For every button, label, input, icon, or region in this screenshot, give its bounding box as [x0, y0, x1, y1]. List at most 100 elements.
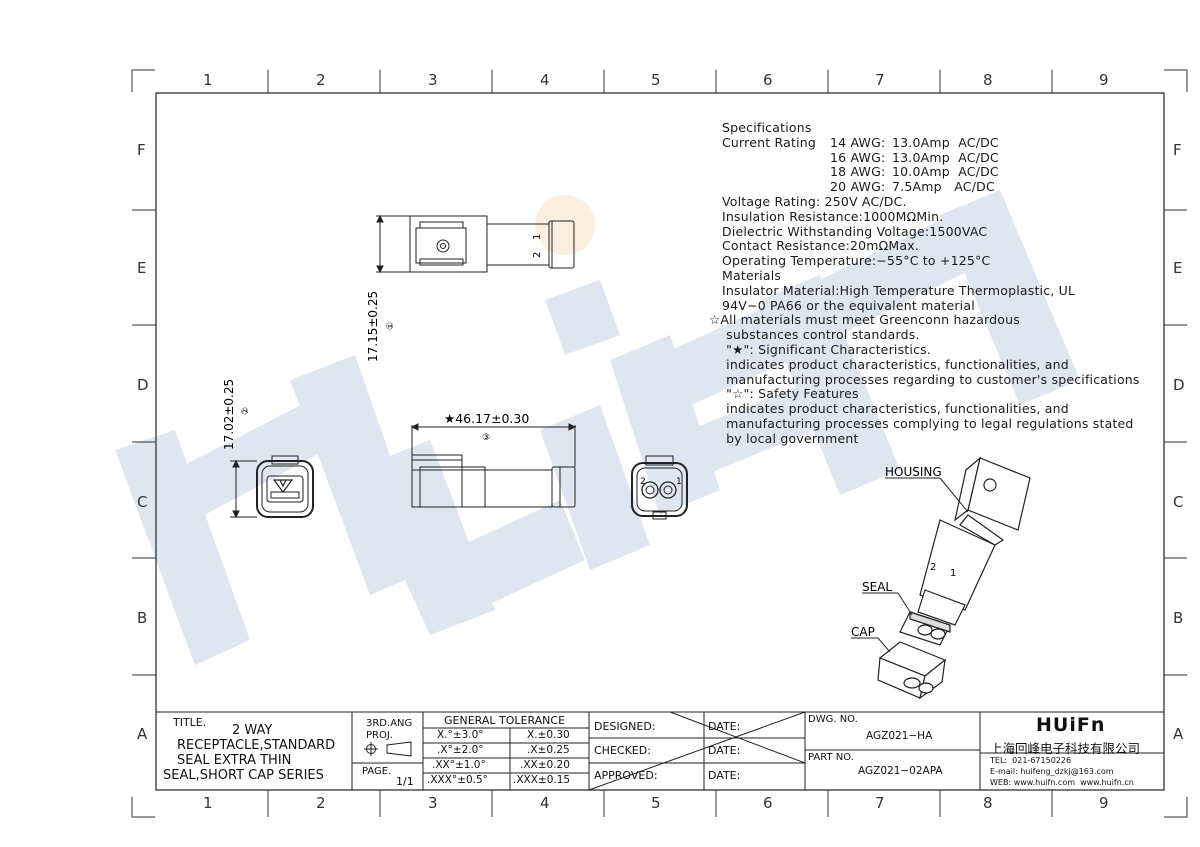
title-label: TITLE. [173, 716, 207, 729]
spec-line: Insulator Material:High Temperature Ther… [722, 282, 1076, 298]
top-pin2-label: 2 [532, 252, 543, 258]
page-label: PAGE. [362, 766, 392, 777]
tolerance-angle: .XX°±1.0° [432, 759, 486, 771]
designed-label: DESIGNED: [594, 720, 656, 733]
drawing-frame [131, 69, 1188, 818]
iso-pin1-label: 1 [950, 568, 956, 579]
row-label-f-right: F [1173, 141, 1182, 159]
col-label-6-bottom: 6 [763, 794, 773, 812]
current-rating-label: Current Rating [722, 134, 817, 150]
spec-line: Insulation Resistance:1000MΩMin. [722, 208, 944, 224]
spec-line: manufacturing processes complying to leg… [722, 415, 1134, 431]
dimension-2-tag: ② [241, 407, 251, 415]
row-label-b: B [137, 609, 148, 627]
col-label-7-bottom: 7 [875, 794, 885, 812]
rating-awg: 14 AWG: [830, 134, 886, 150]
title-line-4: SEAL,SHORT CAP SERIES [163, 768, 324, 783]
spec-line: Operating Temperature:−55°C to +125°C [722, 253, 991, 269]
spec-line: indicates product characteristics, funct… [722, 401, 1069, 417]
col-label-4: 4 [540, 71, 550, 89]
isometric-view [877, 456, 1031, 700]
rating-value: 10.0Amp AC/DC [892, 164, 999, 180]
spec-line: Voltage Rating: 250V AC/DC. [722, 193, 907, 209]
rating-value: 7.5Amp AC/DC [892, 179, 995, 195]
dimension-3-tag: ③ [482, 433, 490, 443]
callout-leaders [851, 477, 969, 653]
side-view [410, 423, 577, 508]
col-label-4-bottom: 4 [540, 794, 550, 812]
tolerance-angle: .X°±2.0° [437, 744, 484, 756]
col-label-1-bottom: 1 [203, 794, 213, 812]
col-label-5: 5 [651, 71, 661, 89]
col-label-1: 1 [203, 71, 213, 89]
col-label-7: 7 [875, 71, 885, 89]
iso-pin2-label: 2 [930, 562, 936, 573]
spec-line: ☆All materials must meet Greenconn hazar… [709, 312, 1020, 328]
top-view [376, 214, 575, 274]
col-label-9: 9 [1099, 71, 1109, 89]
col-label-2: 2 [316, 71, 326, 89]
spec-line: manufacturing processes regarding to cus… [722, 371, 1140, 387]
company-logo: HUiFn [1036, 714, 1106, 736]
tolerance-linear: .X±0.25 [527, 744, 570, 756]
rating-awg: 20 AWG: [830, 179, 886, 195]
col-label-2-bottom: 2 [316, 794, 326, 812]
spec-line: Contact Resistance:20mΩMax. [722, 238, 920, 254]
col-label-6: 6 [763, 71, 773, 89]
title-block-grid [156, 711, 1164, 791]
company-tel: TEL: 021-67150226 [990, 756, 1072, 765]
seal-label: SEAL [862, 580, 892, 594]
rating-value: 13.0Amp AC/DC [892, 149, 999, 165]
housing-label: HOUSING [885, 465, 942, 479]
rating-awg: 18 AWG: [830, 164, 886, 180]
row-label-d: D [137, 376, 149, 394]
checked-label: CHECKED: [594, 744, 651, 757]
cap-label: CAP [851, 625, 875, 639]
date-label: DATE: [708, 769, 741, 782]
row-label-d-right: D [1173, 376, 1185, 394]
dimension-2: 17.02±0.25 [222, 379, 236, 450]
spec-line: Dielectric Withstanding Voltage:1500VAC [722, 223, 988, 239]
spec-line: Materials [722, 267, 782, 283]
row-label-a-right: A [1173, 725, 1184, 743]
row-label-b-right: B [1173, 609, 1184, 627]
watermark [115, 190, 1080, 665]
title-line-3: SEAL EXTRA THIN [177, 753, 292, 768]
company-name: 上海回峰电子科技有限公司 [990, 741, 1141, 756]
col-label-3-bottom: 3 [428, 794, 438, 812]
col-label-3: 3 [428, 71, 438, 89]
title-line-1: 2 WAY [232, 723, 273, 738]
spec-line: "★": Significant Characteristics. [722, 341, 932, 357]
row-label-a: A [137, 725, 148, 743]
top-pin1-label: 1 [532, 234, 543, 240]
rating-awg: 16 AWG: [830, 149, 886, 165]
tolerance-angle: .XXX°±0.5° [427, 774, 488, 786]
part-no-label: PART NO. [808, 752, 854, 763]
end-pin2-label: 2 [640, 477, 646, 487]
tolerance-linear: X.±0.30 [527, 729, 570, 741]
tolerance-linear: .XXX±0.15 [513, 774, 571, 786]
part-no-value: AGZ021−02APA [858, 765, 943, 777]
dimension-1-tag: ① [386, 322, 396, 330]
dwg-no-value: AGZ021−HA [866, 730, 933, 742]
page-value: 1/1 [396, 775, 414, 788]
spec-line: indicates product characteristics, funct… [722, 356, 1069, 372]
col-label-5-bottom: 5 [651, 794, 661, 812]
dwg-no-label: DWG. NO. [808, 714, 858, 725]
dimension-1: 17.15±0.25 [366, 291, 380, 362]
title-line-2: RECEPTACLE,STANDARD [177, 738, 336, 753]
tolerance-header: GENERAL TOLERANCE [444, 714, 566, 727]
spec-line: substances control standards. [722, 327, 920, 343]
row-label-c-right: C [1173, 493, 1184, 511]
col-label-8-bottom: 8 [983, 794, 993, 812]
spec-line: "☆": Safety Features [722, 386, 859, 402]
right-end-view [631, 455, 688, 520]
rating-value: 13.0Amp AC/DC [892, 134, 999, 150]
row-label-f: F [137, 141, 146, 159]
current-rating-table: Current Rating 14 AWG: 13.0Amp AC/DC 16 … [722, 134, 1162, 195]
projection-label: 3RD.ANG PROJ. [366, 718, 413, 741]
end-pin1-label: 1 [676, 477, 682, 487]
left-end-view [230, 455, 314, 519]
col-label-8: 8 [983, 71, 993, 89]
